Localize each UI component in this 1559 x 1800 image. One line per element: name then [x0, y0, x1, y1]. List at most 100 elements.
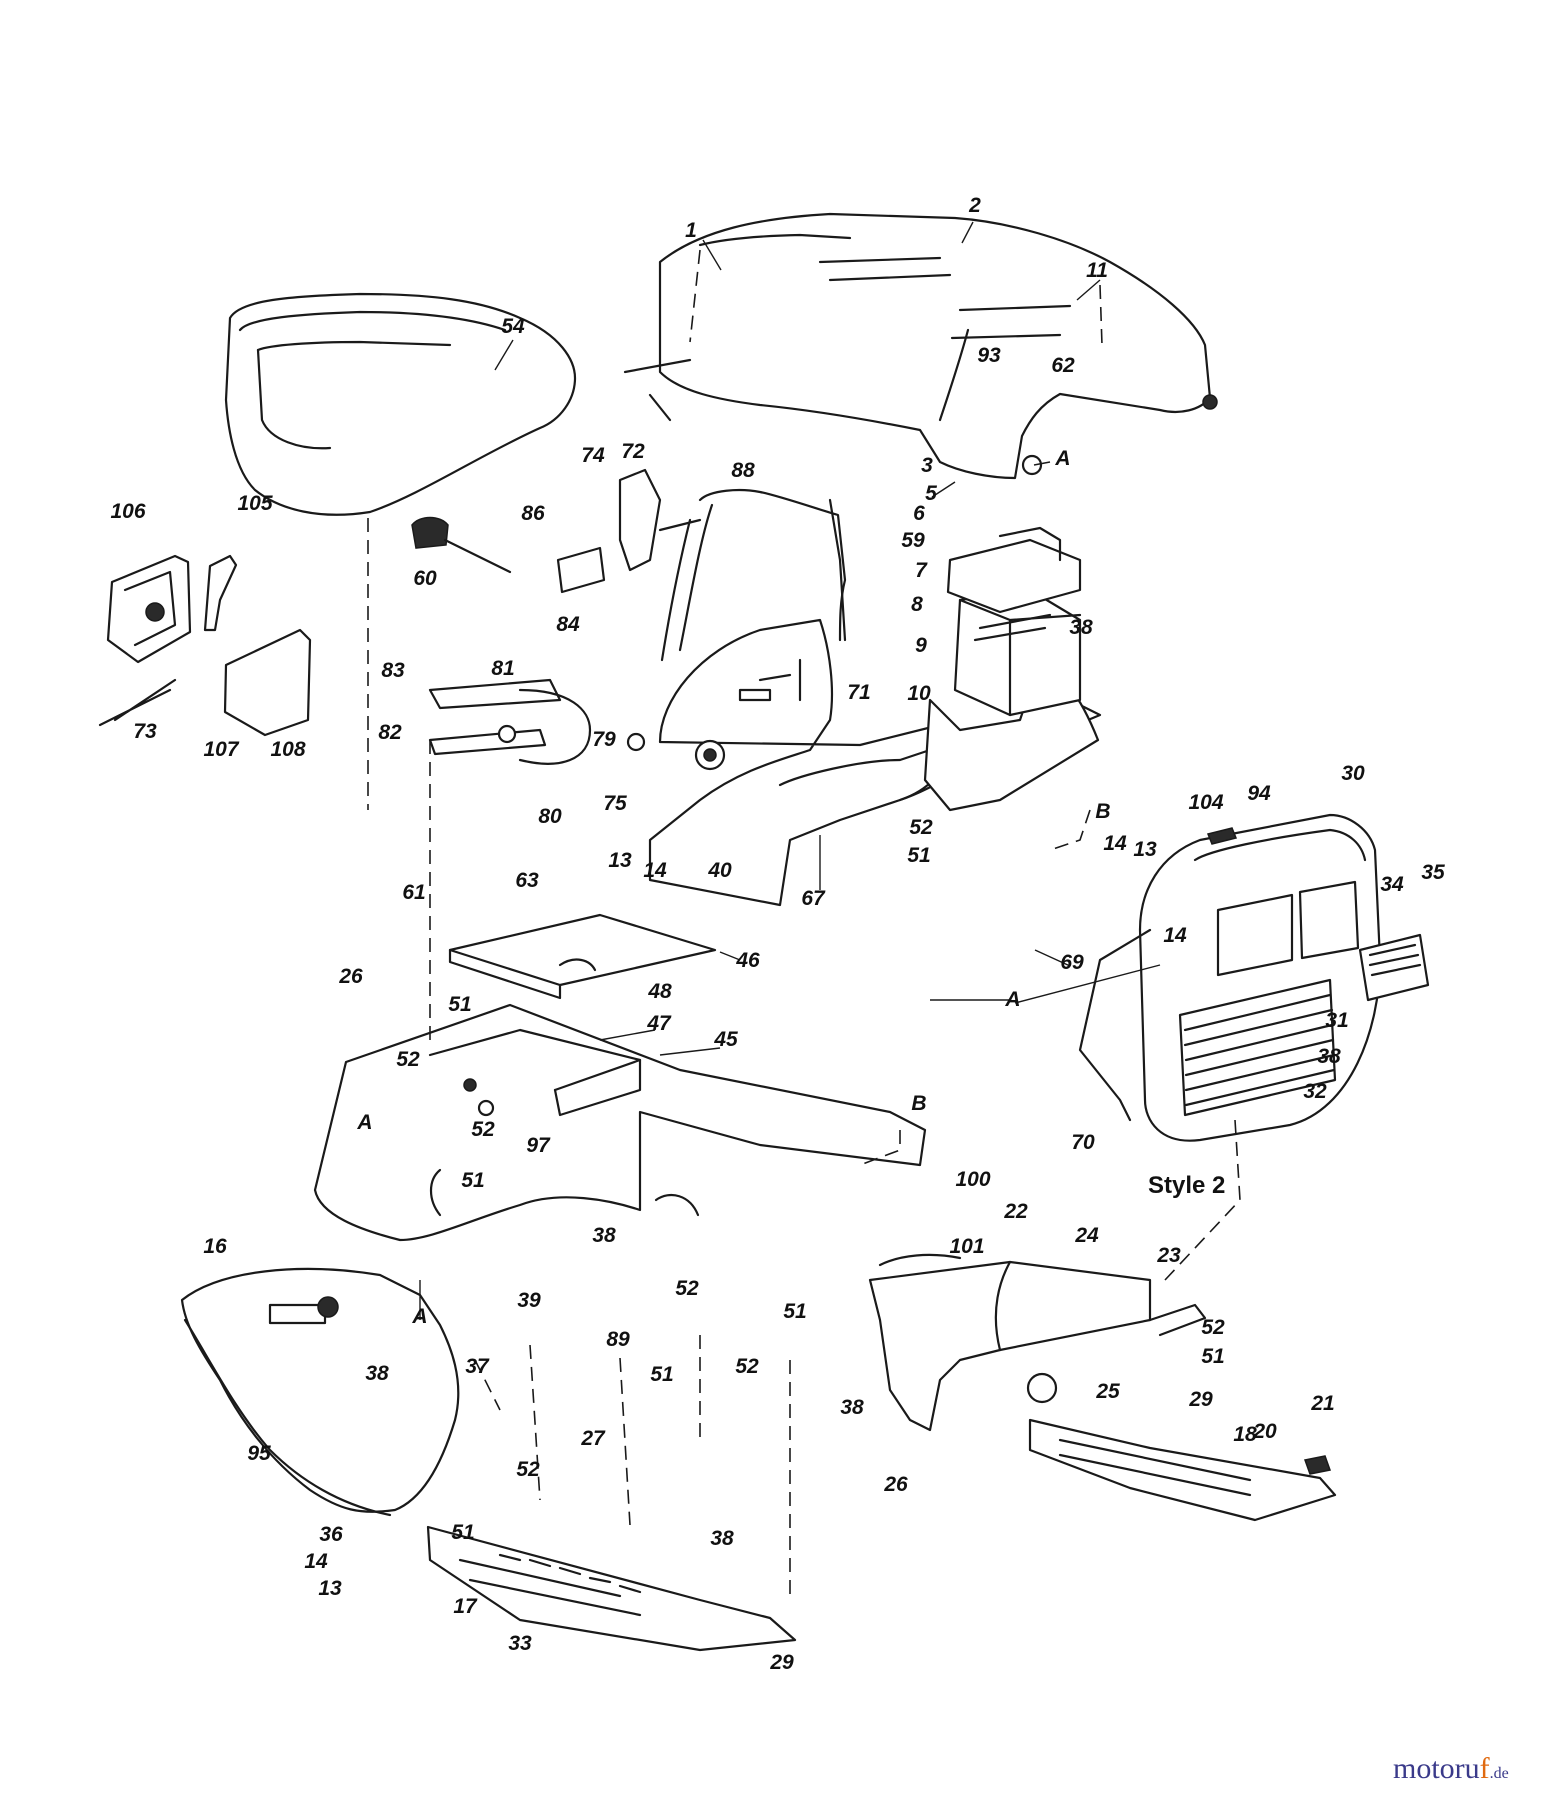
callout-label: 108: [270, 738, 305, 761]
callout-label: 31: [1325, 1009, 1348, 1032]
frame-part: [313, 1003, 927, 1242]
callout-label: 20: [1252, 1420, 1277, 1443]
callout-label: 63: [515, 869, 539, 892]
callout-label: 14: [304, 1550, 328, 1573]
callout-label: 51: [461, 1169, 484, 1192]
callout-label: 83: [381, 659, 405, 682]
callout-label: 52: [471, 1118, 495, 1141]
callout-label: 26: [883, 1473, 908, 1496]
callout-label: 24: [1074, 1224, 1099, 1247]
callout-label: 52: [735, 1355, 759, 1378]
callout-label: 29: [1188, 1388, 1213, 1411]
footrest-right-part: [1028, 1418, 1337, 1522]
callout-label: 10: [907, 682, 931, 705]
hood-part: [623, 212, 1218, 480]
callout-label: 37: [465, 1355, 490, 1378]
callout-label: 71: [847, 681, 870, 704]
callout-label: 73: [133, 720, 157, 743]
callout-label: 26: [338, 965, 363, 988]
grille-part: [1078, 813, 1430, 1142]
callout-label: 45: [713, 1028, 738, 1051]
callout-label: 23: [1156, 1244, 1181, 1267]
callout-label: 74: [581, 444, 605, 467]
callout-label: 8: [911, 593, 923, 616]
callout-label: 89: [606, 1328, 630, 1351]
callout-label: 6: [913, 502, 925, 525]
callout-label: 52: [396, 1048, 420, 1071]
callout-label: 13: [608, 849, 632, 872]
callout-label: 51: [907, 844, 930, 867]
side-panel-part: [180, 1267, 460, 1517]
bracket-part: [428, 678, 646, 765]
callout-label: 11: [1086, 259, 1108, 282]
callout-label: 38: [840, 1396, 864, 1419]
callout-label: 97: [526, 1134, 551, 1157]
callout-label: 16: [203, 1235, 227, 1258]
callout-label: 14: [1163, 924, 1187, 947]
plate-part: [448, 913, 717, 1000]
callout-label: 21: [1310, 1392, 1334, 1415]
callout-label: 70: [1071, 1131, 1095, 1154]
callout-label: 14: [1103, 832, 1127, 855]
callout-label: 94: [1247, 782, 1271, 805]
callout-label: 95: [247, 1442, 271, 1465]
leader-lines: [419, 221, 1161, 1320]
callout-label: 75: [603, 792, 627, 815]
callout-label: 2: [968, 194, 981, 217]
callout-label: B: [911, 1092, 926, 1115]
callout-label: 79: [592, 728, 616, 751]
callout-label: 88: [731, 459, 755, 482]
callout-label: 93: [977, 344, 1001, 367]
callout-label: 7: [915, 559, 928, 582]
callout-label: 39: [517, 1289, 541, 1312]
footrest-left-part: [426, 1525, 797, 1652]
left-control-part: [98, 554, 312, 737]
callout-label: 80: [538, 805, 562, 828]
seat-part: [224, 292, 577, 516]
callout-label: 59: [901, 529, 925, 552]
callout-label: 46: [735, 949, 760, 972]
callout-label: 107: [203, 738, 239, 761]
callout-label: A: [356, 1111, 372, 1134]
callout-label: 29: [769, 1651, 794, 1674]
callout-label: 100: [955, 1168, 990, 1191]
callout-label: 38: [710, 1527, 734, 1550]
callout-label: 18: [1233, 1423, 1257, 1446]
callout-label: 104: [1188, 791, 1223, 814]
callout-label: 51: [1201, 1345, 1224, 1368]
dash-panel-part: [648, 488, 1102, 907]
callout-label: 51: [451, 1521, 474, 1544]
callout-label: 13: [318, 1577, 342, 1600]
callout-label: 86: [521, 502, 545, 525]
callout-label: 25: [1095, 1380, 1120, 1403]
callout-label: A: [1004, 988, 1020, 1011]
callout-label: 17: [453, 1595, 478, 1618]
callout-label: 52: [909, 816, 933, 839]
callout-label: 32: [1303, 1080, 1327, 1103]
callout-label: 52: [516, 1458, 540, 1481]
callout-label: 3: [921, 454, 933, 477]
callout-label: 81: [491, 657, 514, 680]
callout-label: 30: [1341, 762, 1365, 785]
assembly-lines: [367, 518, 1241, 1600]
callout-label: 52: [675, 1277, 699, 1300]
callout-label: 27: [580, 1427, 606, 1450]
callout-label: 33: [508, 1632, 532, 1655]
callout-label: 67: [801, 887, 826, 910]
style-label: Style 2: [1148, 1172, 1225, 1199]
callout-label: 14: [643, 859, 667, 882]
callout-label: 47: [646, 1012, 672, 1035]
callout-label: 22: [1003, 1200, 1028, 1223]
callout-label: 105: [237, 492, 272, 515]
callout-label: 52: [1201, 1316, 1225, 1339]
callout-label: B: [1095, 800, 1110, 823]
callout-label: 84: [556, 613, 580, 636]
callout-label: 72: [621, 440, 645, 463]
callout-label: 38: [592, 1224, 616, 1247]
callout-label: 38: [1317, 1045, 1341, 1068]
callout-label: 101: [949, 1235, 984, 1258]
callout-label: 36: [319, 1523, 343, 1546]
rear-frame-part: [868, 1253, 1207, 1432]
